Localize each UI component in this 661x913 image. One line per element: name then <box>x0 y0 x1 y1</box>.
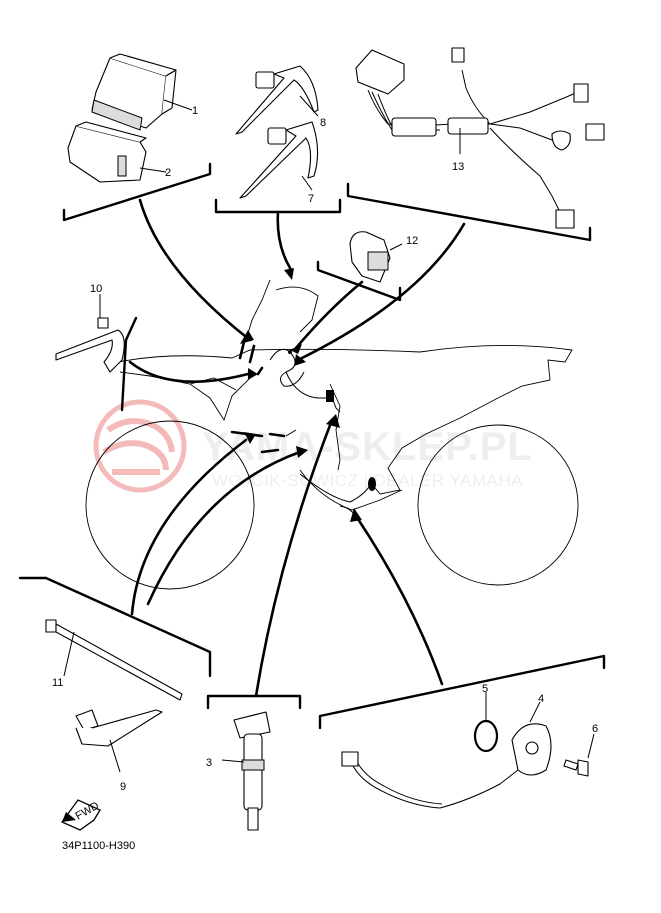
callout-5: 5 <box>482 683 488 695</box>
diagram-code: 34P1100-H390 <box>62 840 135 852</box>
callout-1: 1 <box>192 105 198 117</box>
callout-7: 7 <box>308 193 314 205</box>
bracket-group-12 <box>290 260 402 354</box>
part-clamp <box>55 294 125 373</box>
callout-9: 9 <box>120 781 126 793</box>
bracket-group-1-2 <box>62 162 254 344</box>
part-band-9 <box>75 709 163 773</box>
bracket-group-3 <box>206 414 340 710</box>
watermark: YAMA-SKLEP.PL WÓJCIK-SOWICZ | DEALER YAM… <box>93 399 533 493</box>
bracket-group-10 <box>120 316 258 412</box>
part-cable-tie <box>45 619 183 701</box>
part-connector-holder <box>349 231 403 283</box>
callout-10: 10 <box>90 283 102 295</box>
callout-3: 3 <box>206 757 212 769</box>
bracket-group-9-11 <box>18 432 308 678</box>
bracket-group-4-5-6 <box>318 508 606 730</box>
central-harness <box>230 340 376 519</box>
part-band-7 <box>239 121 319 199</box>
bracket-group-7-8 <box>214 198 342 280</box>
motorcycle-outline <box>85 279 579 590</box>
part-bolt <box>563 733 595 777</box>
callout-2: 2 <box>165 167 171 179</box>
callout-13: 13 <box>452 161 464 173</box>
part-relay <box>67 121 167 183</box>
part-o-ring <box>473 692 499 753</box>
part-cdi-unit <box>91 53 193 131</box>
watermark-subtitle: WÓJCIK-SOWICZ | DEALER YAMAHA <box>212 471 523 490</box>
part-ignition-coil <box>221 711 271 831</box>
callout-12: 12 <box>406 235 418 247</box>
bracket-group-13 <box>294 182 592 366</box>
callout-4: 4 <box>538 693 544 705</box>
fwd-arrow-icon: FWD <box>61 799 101 831</box>
callout-8: 8 <box>320 117 326 129</box>
part-pickup-coil <box>341 701 552 809</box>
callout-6: 6 <box>592 723 598 735</box>
part-wire-harness <box>355 47 605 229</box>
watermark-brand: YAMA-SKLEP.PL <box>202 425 533 469</box>
callout-11: 11 <box>52 677 63 689</box>
watermark-logo <box>93 399 187 493</box>
part-band-8 <box>235 65 319 135</box>
